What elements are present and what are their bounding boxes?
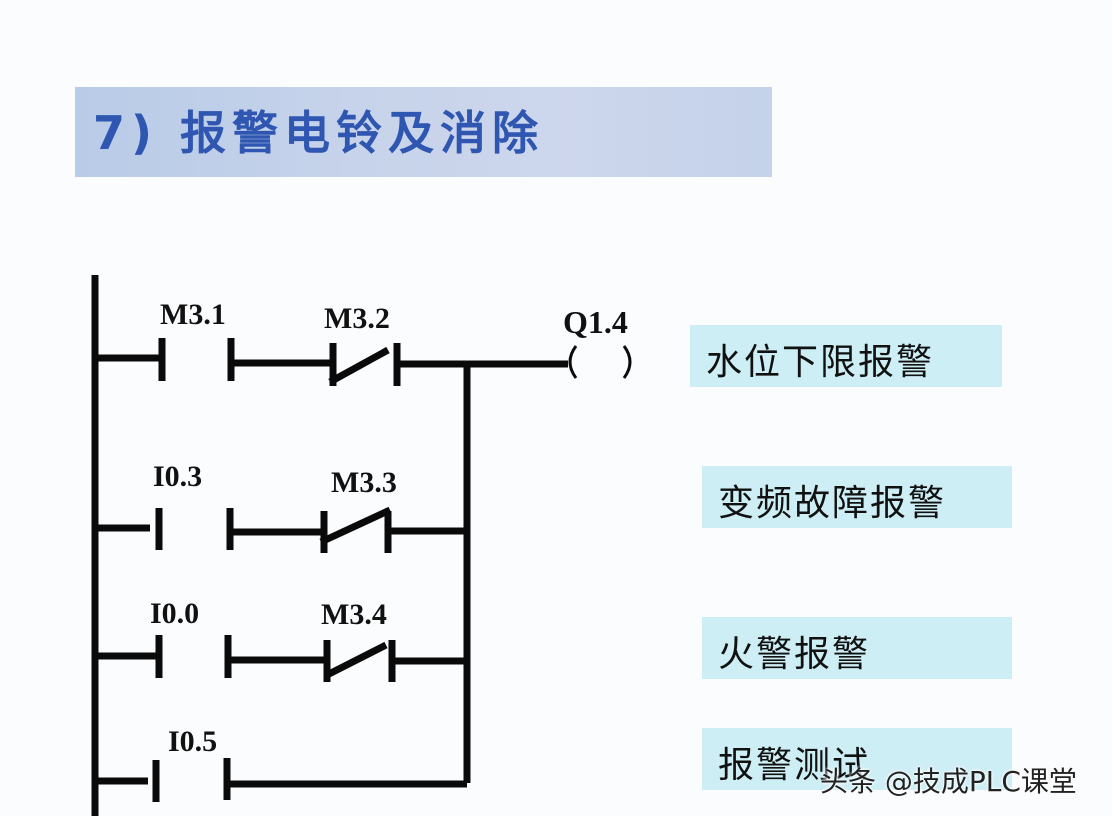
- description-box-fire-alarm: 火警报警: [702, 617, 1012, 679]
- contact-label-m3-3: M3.3: [331, 466, 397, 499]
- section-heading: 报警电铃及消除: [180, 106, 545, 160]
- contact-label-m3-4: M3.4: [321, 598, 387, 631]
- contact-label-m3-2: M3.2: [324, 302, 390, 335]
- section-title: 7) 报警电铃及消除: [93, 97, 544, 163]
- contact-label-i0-3: I0.3: [153, 460, 203, 493]
- description-box-water-level-alarm: 水位下限报警: [690, 325, 1002, 387]
- contact-label-i0-5: I0.5: [168, 725, 218, 758]
- section-number: 7): [93, 106, 159, 160]
- contact-label-m3-1: M3.1: [160, 298, 226, 331]
- section-title-banner: 7) 报警电铃及消除: [75, 87, 772, 177]
- watermark: 头条 @技成PLC课堂: [820, 765, 1077, 798]
- description-box-vfd-fault-alarm: 变频故障报警: [702, 466, 1012, 528]
- description-box-alarm-test: 报警测试: [702, 728, 1012, 790]
- coil-label-q1-4: Q1.4: [563, 304, 628, 340]
- contact-label-i0-0: I0.0: [150, 597, 200, 630]
